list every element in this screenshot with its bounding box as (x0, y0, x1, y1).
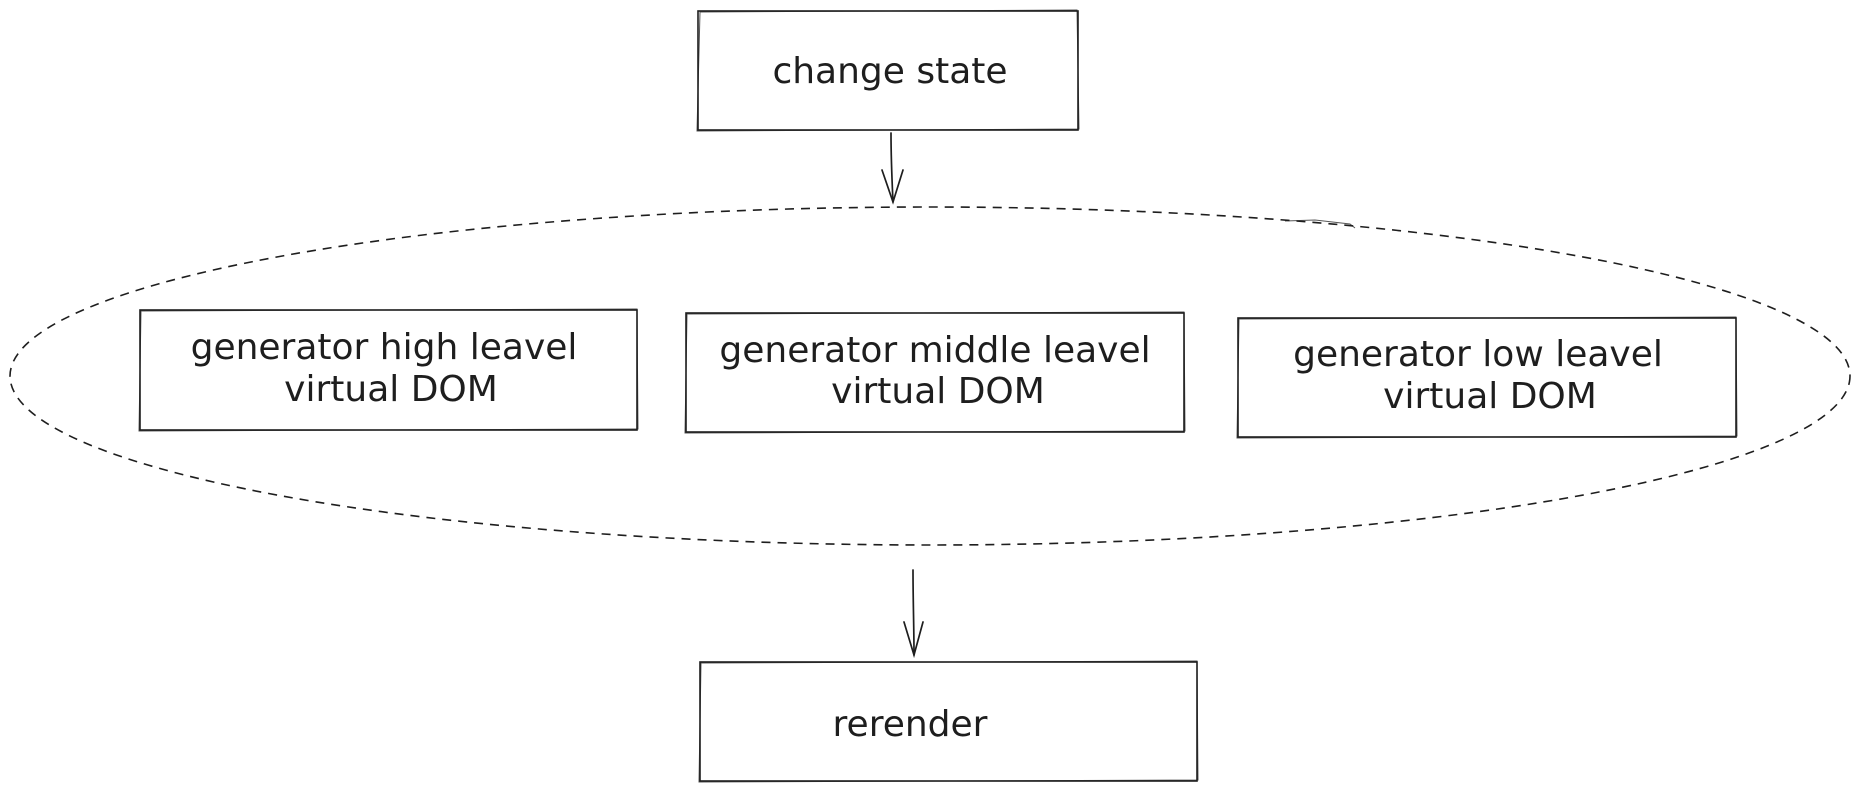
node-generator-middle-level-line1: generator middle leavel (719, 330, 1150, 371)
node-rerender-label: rerender (833, 704, 988, 745)
node-generator-high-level[interactable]: generator high leavel virtual DOM (138, 308, 639, 432)
node-change-state[interactable]: change state (696, 9, 1080, 132)
node-generator-middle-level-line2: virtual DOM (831, 371, 1045, 412)
node-generator-high-level-line2: virtual DOM (284, 369, 498, 410)
node-generator-high-level-line1: generator high leavel (191, 327, 578, 368)
node-generator-low-level-line1: generator low leavel (1293, 334, 1663, 375)
node-rerender[interactable]: rerender (698, 660, 1199, 783)
node-generator-low-level-line2: virtual DOM (1383, 376, 1597, 417)
generator-group (9, 206, 1851, 546)
node-generator-low-level[interactable]: generator low leavel virtual DOM (1236, 316, 1738, 439)
arrow-change-state-to-group (881, 132, 904, 205)
generator-group-sketch-mark (1284, 219, 1356, 229)
generator-group-ellipse (9, 206, 1851, 546)
arrow-group-to-rerender (903, 569, 924, 659)
node-generator-middle-level[interactable]: generator middle leavel virtual DOM (684, 311, 1186, 434)
node-change-state-label: change state (772, 51, 1007, 92)
